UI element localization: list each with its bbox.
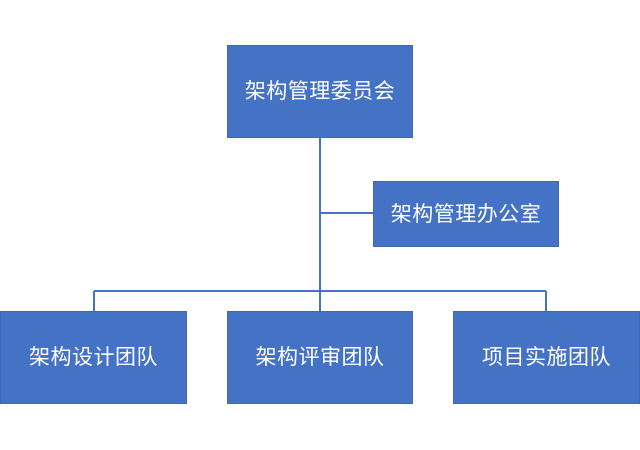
office-label: 架构管理办公室 — [390, 201, 542, 226]
committee-label: 架构管理委员会 — [244, 79, 396, 103]
committee-node: 架构管理委员会 — [227, 45, 413, 138]
design-team-label: 架构设计团队 — [29, 345, 158, 369]
review-team-label: 架构评审团队 — [255, 345, 385, 369]
review-team-node: 架构评审团队 — [227, 311, 413, 404]
implementation-team-node: 项目实施团队 — [453, 311, 640, 404]
design-team-node: 架构设计团队 — [0, 311, 187, 404]
office-node: 架构管理办公室 — [373, 181, 559, 247]
implementation-team-label: 项目实施团队 — [482, 345, 611, 369]
